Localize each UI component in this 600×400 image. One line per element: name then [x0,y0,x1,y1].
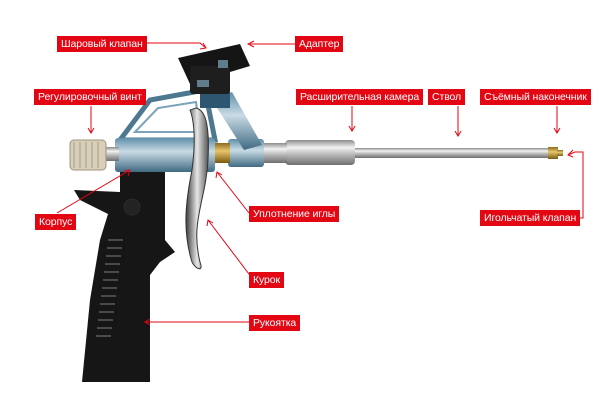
leader-lines [56,40,584,326]
label-removable-tip: Съёмный наконечник [480,89,591,105]
label-adjusting-screw: Регулировочный винт [34,89,146,105]
adapter [178,44,262,150]
barrel [352,147,563,159]
trigger [185,107,209,270]
label-body: Корпус [35,214,77,230]
label-barrel: Ствол [428,89,466,105]
expansion-chamber [262,140,355,165]
label-handle: Рукоятка [249,315,301,331]
label-trigger: Курок [249,272,285,288]
label-ball-valve: Шаровый клапан [57,36,147,52]
label-expansion-chamber: Расширительная камера [296,89,424,105]
label-adapter: Адаптер [295,36,344,52]
label-needle-seal: Уплотнение иглы [249,206,340,222]
label-needle-valve: Игольчатый клапан [480,210,581,226]
handle [74,172,175,382]
